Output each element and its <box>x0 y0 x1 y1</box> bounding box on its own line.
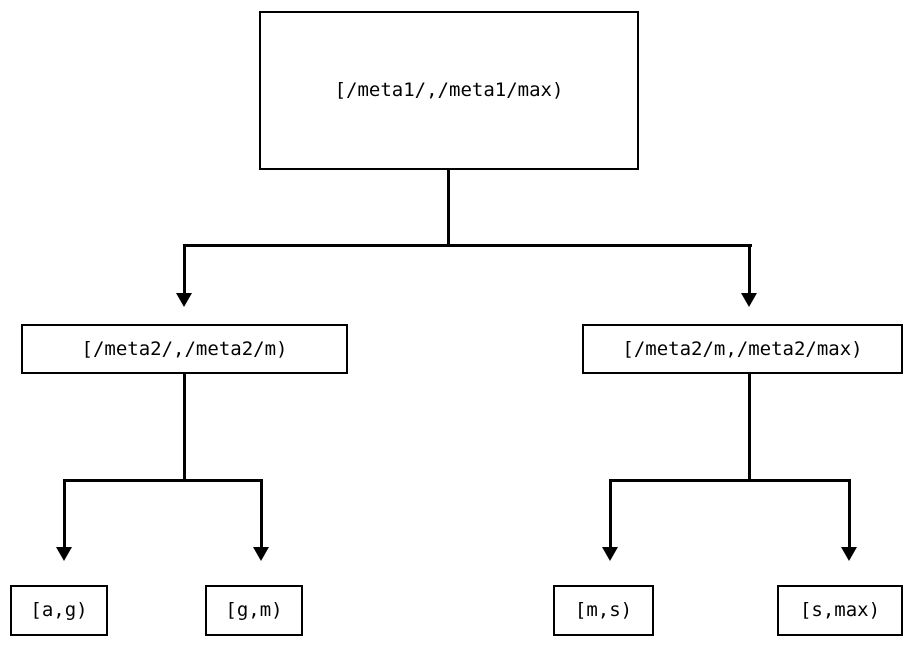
node-leaf-a-g-label: [a,g) <box>30 599 88 621</box>
node-leaf-g-m-label: [g,m) <box>225 599 283 621</box>
node-root-label: [/meta1/,/meta1/max) <box>334 79 564 101</box>
edge-mid-right-stem <box>748 374 751 481</box>
edge-mid-right-horizontal-bar <box>609 479 851 482</box>
edge-root-horizontal-bar <box>183 244 752 247</box>
node-leaf-s-max[interactable]: [s,max) <box>777 585 903 636</box>
arrowhead-down-icon-leaf-ms <box>602 547 618 561</box>
node-leaf-a-g[interactable]: [a,g) <box>10 585 108 636</box>
edge-mid-left-to-leaf-gm <box>260 479 263 548</box>
edge-root-to-mid-left <box>183 244 186 294</box>
arrowhead-down-icon-leaf-ag <box>56 547 72 561</box>
edge-mid-left-stem <box>183 374 186 481</box>
edge-mid-right-to-leaf-smax <box>848 479 851 548</box>
edge-root-stem <box>447 169 450 247</box>
node-mid-left[interactable]: [/meta2/,/meta2/m) <box>21 324 348 374</box>
edge-root-to-mid-right <box>748 244 751 294</box>
arrowhead-down-icon-leaf-gm <box>253 547 269 561</box>
node-mid-right-label: [/meta2/m,/meta2/max) <box>622 337 863 360</box>
edge-mid-right-to-leaf-ms <box>609 479 612 548</box>
arrowhead-down-icon-mid-right <box>741 293 757 307</box>
node-root[interactable]: [/meta1/,/meta1/max) <box>259 11 639 170</box>
arrowhead-down-icon-leaf-smax <box>841 547 857 561</box>
node-leaf-m-s-label: [m,s) <box>574 599 633 621</box>
node-leaf-g-m[interactable]: [g,m) <box>205 585 303 636</box>
edge-mid-left-horizontal-bar <box>63 479 263 482</box>
node-mid-right[interactable]: [/meta2/m,/meta2/max) <box>582 324 903 374</box>
arrowhead-down-icon-mid-left <box>176 293 192 307</box>
node-leaf-m-s[interactable]: [m,s) <box>553 585 654 636</box>
node-mid-left-label: [/meta2/,/meta2/m) <box>81 337 288 360</box>
node-leaf-s-max-label: [s,max) <box>799 599 881 621</box>
edge-mid-left-to-leaf-ag <box>63 479 66 548</box>
